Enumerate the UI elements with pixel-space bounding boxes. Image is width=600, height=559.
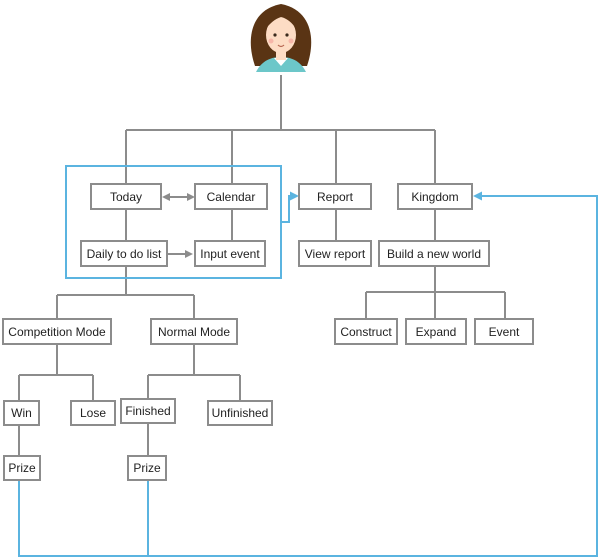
node-lose[interactable]: Lose	[70, 400, 116, 426]
node-construct[interactable]: Construct	[334, 318, 398, 345]
node-expand[interactable]: Expand	[405, 318, 467, 345]
node-unfinished[interactable]: Unfinished	[207, 400, 273, 426]
user-avatar-icon	[250, 4, 312, 72]
node-daily-todo[interactable]: Daily to do list	[80, 240, 168, 267]
node-build-world[interactable]: Build a new world	[378, 240, 490, 267]
node-finished[interactable]: Finished	[120, 398, 176, 424]
node-win[interactable]: Win	[3, 400, 40, 426]
node-prize-win[interactable]: Prize	[3, 455, 41, 481]
node-input-event[interactable]: Input event	[194, 240, 266, 267]
node-normal-mode[interactable]: Normal Mode	[150, 318, 238, 345]
node-view-report[interactable]: View report	[298, 240, 372, 267]
node-prize-finished[interactable]: Prize	[127, 455, 167, 481]
node-report[interactable]: Report	[298, 183, 372, 210]
top-tree-lines	[18, 75, 506, 455]
prize-to-kingdom-arrow	[18, 191, 598, 557]
node-event[interactable]: Event	[474, 318, 534, 345]
group-to-report-arrow	[281, 191, 299, 223]
node-calendar[interactable]: Calendar	[194, 183, 268, 210]
node-today[interactable]: Today	[90, 183, 162, 210]
node-competition-mode[interactable]: Competition Mode	[2, 318, 112, 345]
node-kingdom[interactable]: Kingdom	[397, 183, 473, 210]
